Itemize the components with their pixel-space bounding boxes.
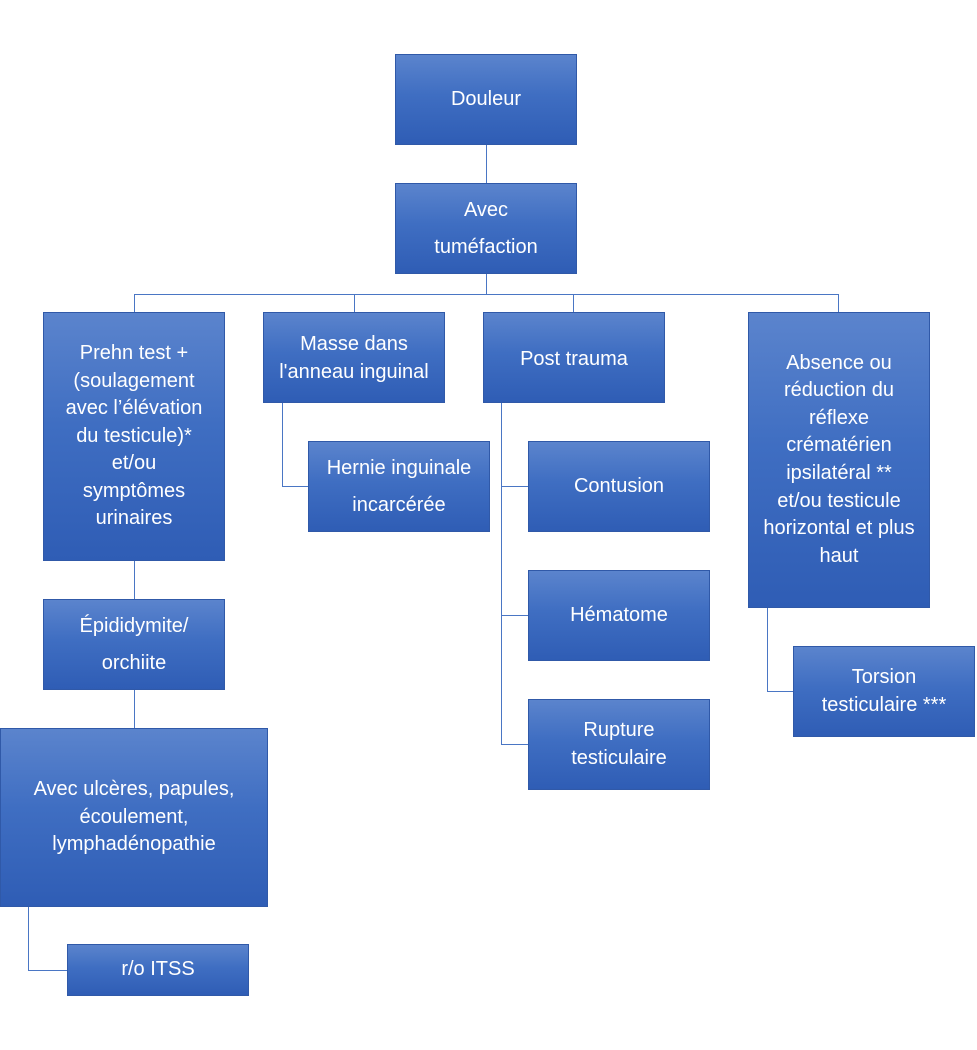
connector-masse-hernie-horizontal	[282, 486, 308, 487]
connector-to-masse	[354, 294, 355, 313]
node-post-trauma: Post trauma	[483, 312, 665, 403]
connector-absence-torsion-vertical	[767, 607, 768, 691]
connector-to-rupture	[501, 744, 528, 745]
connector-ulceres-itss-horizontal	[28, 970, 67, 971]
node-torsion-testiculaire: Torsion testiculaire ***	[793, 646, 975, 737]
connector-to-post-trauma	[573, 294, 574, 313]
node-contusion: Contusion	[528, 441, 710, 532]
connector-to-prehn	[134, 294, 135, 313]
node-epididymite-orchiite: Épididymite/ orchiite	[43, 599, 225, 690]
node-ro-itss: r/o ITSS	[67, 944, 249, 996]
connector-to-contusion	[501, 486, 528, 487]
node-hematome: Hématome	[528, 570, 710, 661]
node-hernie-incarceree: Hernie inguinale incarcérée	[308, 441, 490, 532]
connector-to-absence	[838, 294, 839, 313]
node-masse-inguinal: Masse dans l'anneau inguinal	[263, 312, 445, 403]
connector-post-trauma-vertical	[501, 402, 502, 744]
connector-branch-bus	[134, 294, 839, 295]
connector-masse-hernie-vertical	[282, 402, 283, 486]
connector-douleur-avec	[486, 144, 487, 184]
node-avec-tumefaction: Avec tuméfaction	[395, 183, 577, 274]
connector-prehn-epididymite	[134, 560, 135, 600]
node-rupture-testiculaire: Rupture testiculaire	[528, 699, 710, 790]
connector-ulceres-itss-vertical	[28, 906, 29, 970]
node-prehn-test: Prehn test + (soulagement avec l’élévati…	[43, 312, 225, 561]
connector-avec-bus	[486, 273, 487, 294]
node-absence-reflexe: Absence ou réduction du réflexe crématér…	[748, 312, 930, 608]
node-ulceres-papules: Avec ulcères, papules, écoulement, lymph…	[0, 728, 268, 907]
connector-to-hematome	[501, 615, 528, 616]
connector-epididymite-ulceres	[134, 689, 135, 729]
connector-absence-torsion-horizontal	[767, 691, 794, 692]
node-douleur: Douleur	[395, 54, 577, 145]
